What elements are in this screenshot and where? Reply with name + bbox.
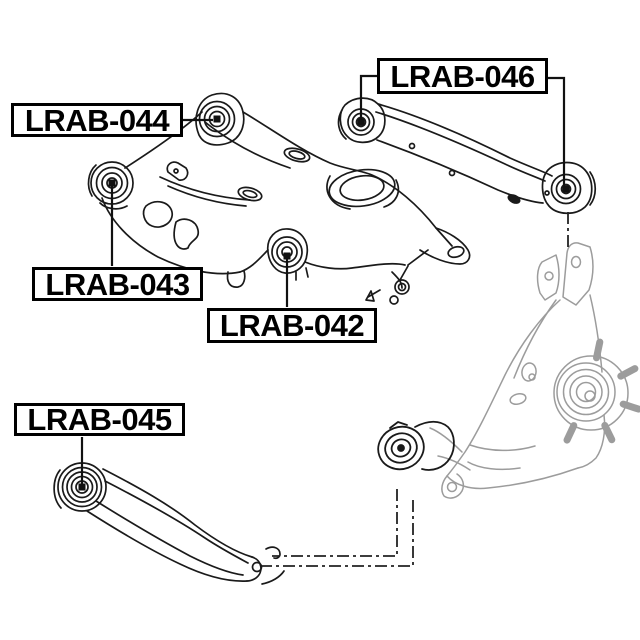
part-number-text: LRAB-046 <box>390 58 535 94</box>
part-number-text: LRAB-043 <box>45 266 190 302</box>
part-label-lrab-044: LRAB-044 <box>11 103 183 137</box>
label-leader-lines <box>80 74 566 485</box>
lower-arm-drawing <box>53 462 285 585</box>
part-number-text: LRAB-044 <box>24 102 170 138</box>
knuckle-trailing-bushing <box>377 420 455 471</box>
upper-arm-drawing <box>337 97 597 215</box>
part-number-text: LRAB-042 <box>219 308 365 343</box>
part-label-lrab-046: LRAB-046 <box>377 58 548 94</box>
assembly-dash-dot-lines <box>262 212 569 567</box>
part-label-lrab-043: LRAB-043 <box>32 267 203 301</box>
knuckle-hub-drawing <box>429 242 640 499</box>
part-number-text: LRAB-045 <box>27 402 172 437</box>
part-label-lrab-042: LRAB-042 <box>207 308 377 343</box>
part-label-lrab-045: LRAB-045 <box>14 403 185 436</box>
bushing-center-markers <box>78 115 570 491</box>
